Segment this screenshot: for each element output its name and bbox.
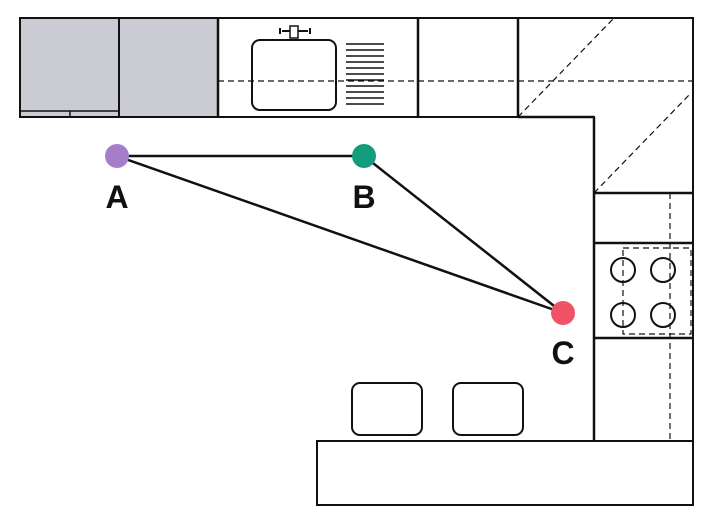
point-c-label: C bbox=[551, 335, 574, 371]
corner-diagonal-1 bbox=[517, 17, 615, 118]
faucet-icon bbox=[279, 25, 311, 39]
point-c-dot bbox=[551, 301, 575, 325]
point-a-dot bbox=[105, 144, 129, 168]
edge-a-c bbox=[116, 154, 564, 315]
cabinet-middle bbox=[118, 17, 219, 118]
burners-icon bbox=[610, 257, 676, 328]
drying-rack-icon bbox=[346, 43, 384, 105]
point-b-dot bbox=[352, 144, 376, 168]
point-a-label: A bbox=[105, 179, 128, 215]
stove-dashed-outline bbox=[622, 247, 692, 335]
point-b-label: B bbox=[352, 179, 375, 215]
bottom-counter bbox=[316, 440, 694, 506]
right-counter bbox=[593, 116, 694, 442]
stool-left bbox=[351, 382, 423, 436]
stool-right bbox=[452, 382, 524, 436]
cabinet-left bbox=[19, 17, 120, 118]
sink-basin bbox=[251, 39, 337, 111]
corner-diagonal-2 bbox=[593, 93, 691, 194]
corner-joint bbox=[595, 112, 692, 122]
edge-b-c bbox=[363, 155, 564, 314]
